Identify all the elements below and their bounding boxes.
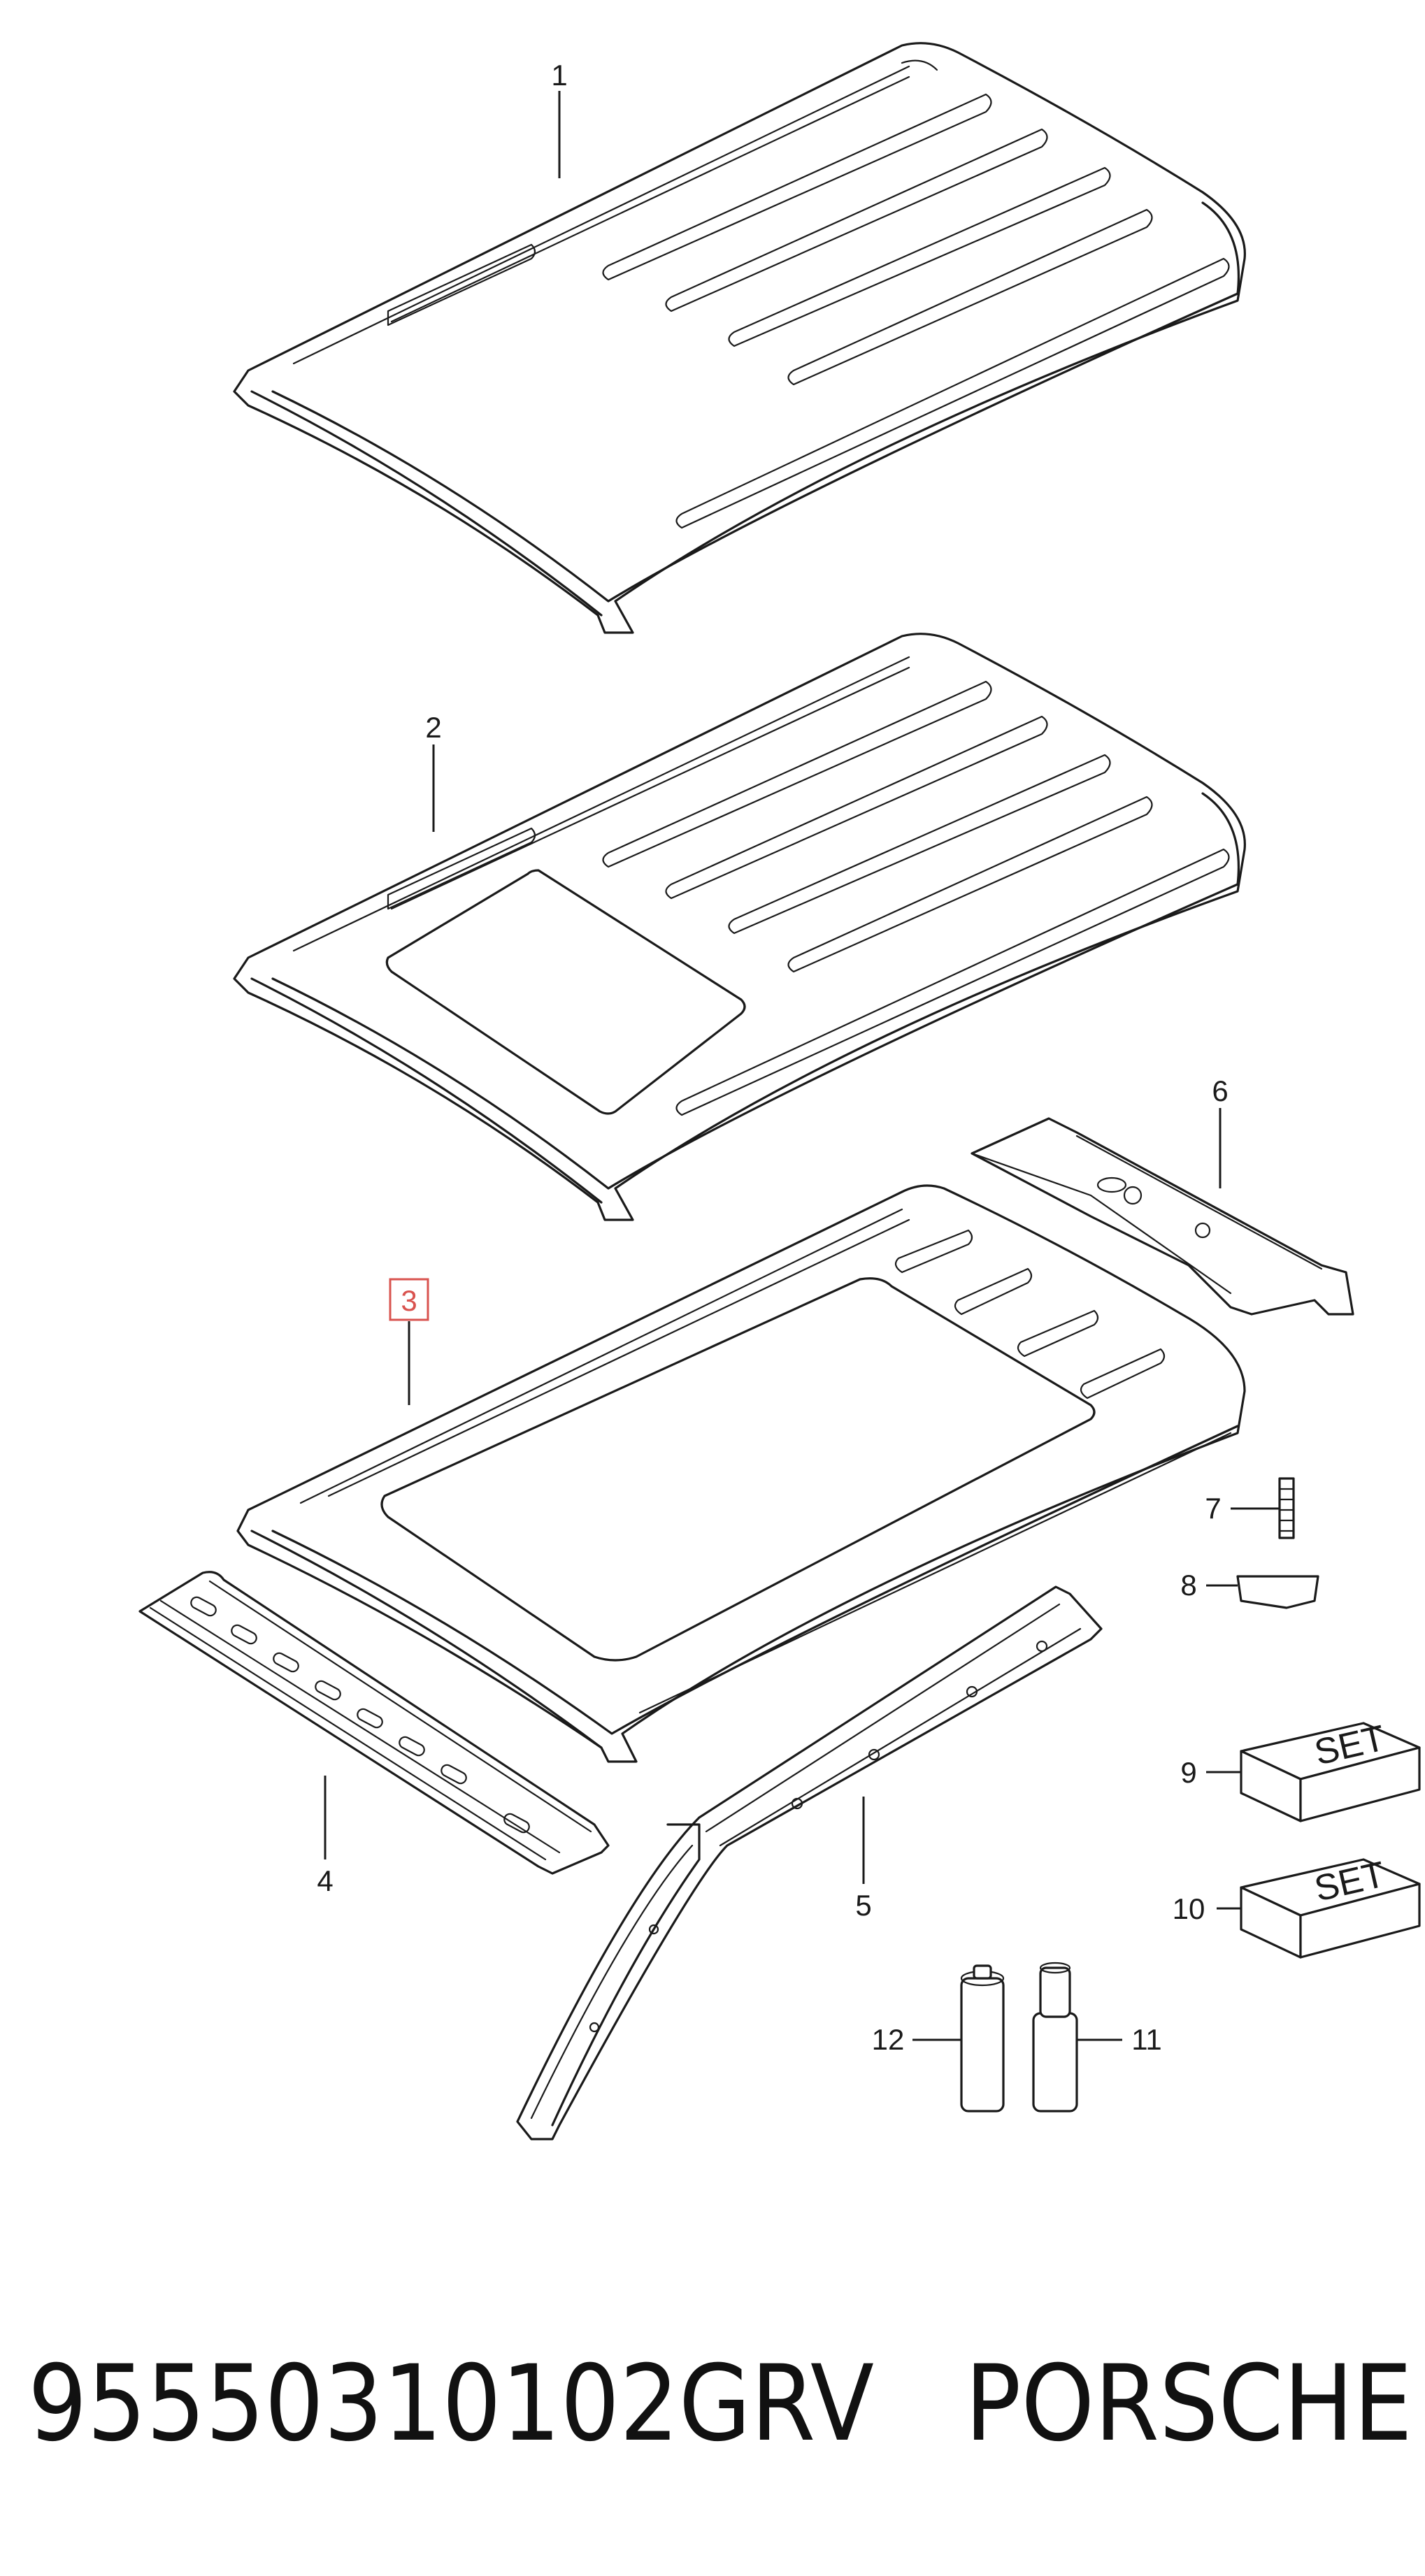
- callout-8: 8: [1180, 1569, 1196, 1602]
- callout-3: 3: [401, 1284, 417, 1317]
- roof-rail-5[interactable]: [516, 1585, 1103, 2140]
- cartridge-11[interactable]: [1032, 1962, 1078, 2113]
- callout-labels: 1 2 3 4 5 6 7 8 9 10 11 12: [317, 59, 1228, 2056]
- callout-10: 10: [1173, 1892, 1205, 1925]
- set-box-10[interactable]: SET: [1240, 1854, 1421, 1959]
- leader-lines: [324, 91, 1280, 2041]
- pad-8[interactable]: [1236, 1575, 1319, 1609]
- rear-bracket-6[interactable]: [971, 1117, 1354, 1316]
- callout-9: 9: [1180, 1756, 1196, 1789]
- brand-name: PORSCHE: [965, 2343, 1412, 2465]
- set-box-9[interactable]: SET: [1240, 1718, 1421, 1822]
- front-header-4[interactable]: [138, 1571, 610, 1875]
- stud-7[interactable]: [1278, 1477, 1295, 1539]
- cartridge-12[interactable]: [960, 1964, 1005, 2113]
- roof-frame-3[interactable]: [236, 1184, 1246, 1763]
- callout-6: 6: [1212, 1074, 1228, 1107]
- footer: 95550310102GRV PORSCHE: [28, 2343, 1412, 2465]
- callout-3-highlight-box: [389, 1278, 429, 1321]
- roof-panel-1[interactable]: [233, 42, 1246, 634]
- roof-panel-2-sunroof[interactable]: [233, 633, 1246, 1221]
- part-number: 95550310102GRV: [28, 2343, 874, 2465]
- callout-1: 1: [551, 59, 567, 92]
- callout-2: 2: [425, 711, 441, 744]
- callout-11: 11: [1131, 2023, 1162, 2056]
- callout-4: 4: [317, 1864, 333, 1897]
- callout-12: 12: [872, 2023, 905, 2056]
- callout-7: 7: [1205, 1492, 1221, 1525]
- callout-5: 5: [855, 1889, 871, 1922]
